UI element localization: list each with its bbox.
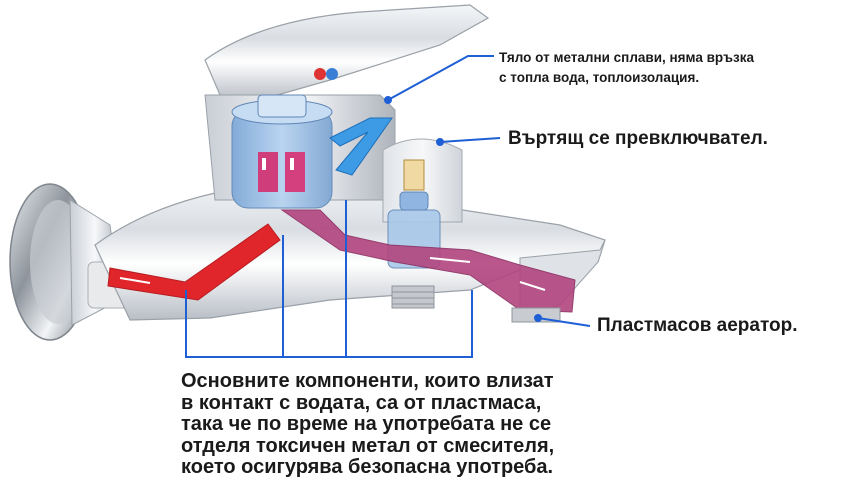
callout-body-line-2: с топла вода, топлоизолация.	[499, 70, 700, 85]
callout-plastic-line-5: което осигурява безопасна употреба.	[181, 456, 554, 478]
wall-flange	[9, 183, 131, 341]
callout-plastic-aerator: Пластмасов аератор.	[597, 315, 798, 336]
callout-plastic-line-3: така че по време на употребата не се	[181, 413, 552, 435]
leader-lines	[185, 55, 591, 358]
leader-body	[387, 55, 494, 101]
leader-switch	[439, 137, 501, 143]
callout-body-line-1: Тяло от метални сплави, няма връзка	[499, 50, 754, 65]
callout-plastic-line-4: отделя токсичен метал от смесителя,	[181, 434, 555, 457]
callout-plastic-line-2: в контакт с водата, са от пластмаса,	[181, 391, 542, 414]
callout-plastic-components: Основните компоненти, които влизат в кон…	[181, 370, 621, 479]
cartridge	[231, 94, 333, 209]
diverter-knob	[382, 138, 463, 269]
callout-metal-body: Тяло от метални сплави, няма връзка с то…	[499, 48, 861, 88]
leader-plastic-bracket	[185, 290, 473, 358]
callout-rotating-switch: Въртящ се превключвател.	[508, 128, 768, 149]
callout-plastic-line-1: Основните компоненти, които влизат	[181, 370, 554, 392]
leader-aerator	[537, 317, 591, 327]
